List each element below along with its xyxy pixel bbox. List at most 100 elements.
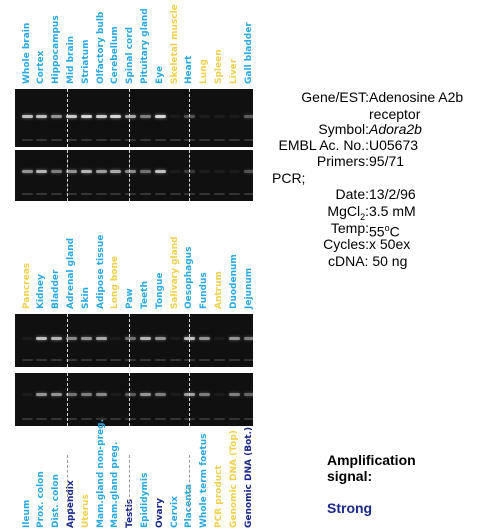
temp-number: 55 bbox=[369, 223, 385, 240]
gel-band bbox=[154, 170, 166, 173]
gel-primer-smear bbox=[125, 193, 137, 195]
gel-band bbox=[110, 337, 122, 340]
gel-band bbox=[228, 337, 240, 340]
gel-separator bbox=[129, 89, 130, 147]
gel-primer-smear bbox=[154, 139, 166, 141]
pcr-key: PCR; bbox=[272, 170, 306, 186]
gel-primer-smear bbox=[154, 418, 166, 420]
gel-primer-smear bbox=[80, 193, 92, 195]
gel-band bbox=[80, 170, 92, 173]
lane-label: Long bone bbox=[110, 255, 121, 309]
lane-label: Eye bbox=[154, 65, 165, 84]
gel-primer-smear bbox=[80, 418, 92, 420]
label-separator bbox=[67, 455, 68, 512]
gel-panel2-top bbox=[15, 314, 253, 367]
gel-primer-smear bbox=[80, 139, 92, 141]
gel-separator bbox=[129, 314, 130, 367]
cycles-key: Cycles: bbox=[323, 236, 369, 252]
gel-separator bbox=[129, 150, 130, 201]
gel-band bbox=[125, 170, 137, 173]
gel-primer-smear bbox=[213, 193, 225, 195]
gel-separator bbox=[189, 314, 190, 367]
embl-value: U05673 bbox=[369, 137, 419, 153]
lane-label: Genomic DNA (Top) bbox=[228, 430, 239, 528]
lane-label: Duodenum bbox=[228, 254, 239, 309]
gel-band bbox=[139, 170, 151, 173]
gel-band bbox=[95, 393, 107, 396]
gel-band bbox=[21, 170, 33, 173]
gel-primer-smear bbox=[80, 359, 92, 361]
lane-label: Kidney bbox=[36, 274, 47, 309]
lane-label: Antrum bbox=[213, 271, 224, 309]
gel-band bbox=[169, 337, 181, 340]
gel-band bbox=[36, 115, 48, 118]
gel-band bbox=[21, 337, 33, 340]
gel-primer-smear bbox=[243, 359, 253, 361]
gel-primer-smear bbox=[154, 359, 166, 361]
gel-primer-smear bbox=[95, 193, 107, 195]
gel-band bbox=[65, 337, 77, 340]
lane-label: Salivary gland bbox=[169, 236, 180, 309]
lane-label: Mam.gland preg. bbox=[110, 441, 121, 528]
gel-primer-smear bbox=[125, 139, 137, 141]
gel-separator bbox=[67, 314, 68, 367]
lane-label: Skeletal muscle bbox=[169, 4, 180, 84]
gel-primer-smear bbox=[110, 418, 122, 420]
gel-band bbox=[51, 170, 63, 173]
gel-band bbox=[154, 337, 166, 340]
gel-band bbox=[21, 393, 33, 396]
gel-separator bbox=[129, 373, 130, 426]
lane-label: Pancreas bbox=[21, 262, 32, 309]
gel-primer-smear bbox=[169, 139, 181, 141]
gel-band bbox=[95, 170, 107, 173]
gel-separator bbox=[189, 373, 190, 426]
gel-band bbox=[65, 170, 77, 173]
gel-separator bbox=[67, 150, 68, 201]
gel-band bbox=[80, 337, 92, 340]
symbol-value: Adora2b bbox=[369, 121, 422, 137]
temp-key: Temp: bbox=[330, 220, 369, 236]
gel-primer-smear bbox=[36, 418, 48, 420]
gel-band bbox=[169, 393, 181, 396]
gel-band bbox=[80, 393, 92, 396]
gel-separator bbox=[189, 89, 190, 147]
lane-label: Spinal cord bbox=[125, 26, 136, 84]
gel-band bbox=[243, 393, 253, 396]
gel-primer-smear bbox=[21, 139, 33, 141]
lane-label: Teeth bbox=[139, 281, 150, 309]
gel-primer-smear bbox=[95, 139, 107, 141]
gel-primer-smear bbox=[21, 193, 33, 195]
lane-label: Spleen bbox=[213, 49, 224, 84]
amplification-title: Amplification bbox=[327, 452, 416, 468]
gel-band bbox=[65, 115, 77, 118]
gel-band bbox=[110, 115, 122, 118]
gel-primer-smear bbox=[36, 139, 48, 141]
lane-label: Cervix bbox=[169, 496, 180, 528]
mgcl-colon: : bbox=[365, 203, 369, 219]
gel-panel1-bottom bbox=[15, 150, 253, 201]
gel-band bbox=[139, 115, 151, 118]
gel-band bbox=[228, 115, 240, 118]
primers-key: Primers: bbox=[316, 153, 369, 169]
lane-label: Heart bbox=[184, 55, 195, 84]
gel-primer-smear bbox=[95, 359, 107, 361]
gel-band bbox=[110, 393, 122, 396]
lane-label: Hippocampus bbox=[51, 15, 62, 84]
gel-primer-smear bbox=[51, 359, 63, 361]
gel-primer-smear bbox=[199, 139, 211, 141]
lane-label: Adrenal gland bbox=[65, 237, 76, 309]
lane-label: PCR product bbox=[213, 465, 224, 528]
cycles-value: x 50ex bbox=[369, 236, 411, 252]
date-value: 13/2/96 bbox=[369, 186, 416, 202]
lane-label: Adipose tissue bbox=[95, 234, 106, 309]
gel-band bbox=[213, 115, 225, 118]
cdna-line: cDNA: 50 ng bbox=[328, 253, 408, 269]
gel-primer-smear bbox=[36, 359, 48, 361]
gel-primer-smear bbox=[51, 418, 63, 420]
lane-label: Jejunum bbox=[243, 267, 254, 309]
gel-primer-smear bbox=[139, 359, 151, 361]
gel-primer-smear bbox=[36, 193, 48, 195]
gel-primer-smear bbox=[199, 359, 211, 361]
gel-band bbox=[21, 115, 33, 118]
gel-band bbox=[243, 170, 253, 173]
